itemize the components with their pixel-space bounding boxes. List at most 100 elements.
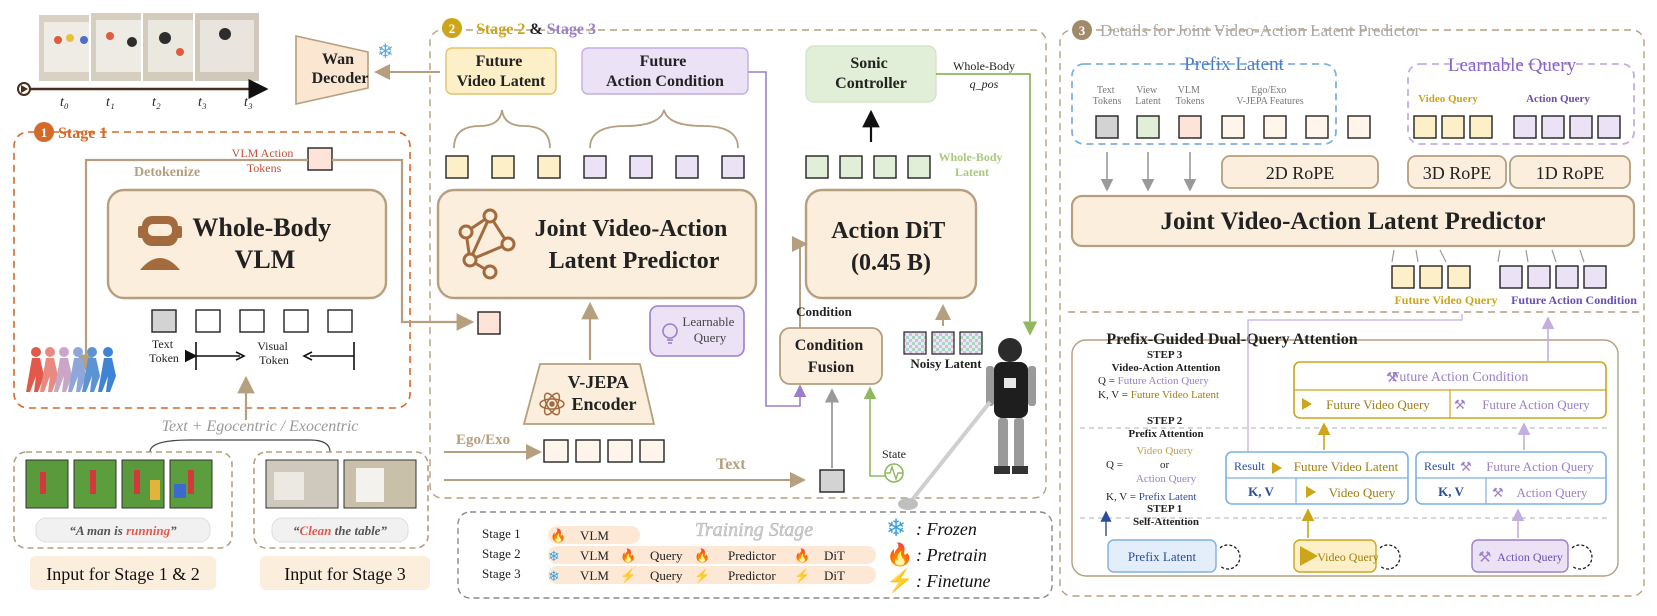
rope-3d-label: 3D RoPE — [1423, 163, 1492, 183]
condition-label: Condition — [796, 304, 852, 319]
humanoid-robot-image — [898, 338, 1036, 510]
stage23-panel — [429, 29, 1047, 499]
whole-body-latent-label: Whole-Body Latent — [938, 150, 1005, 179]
video-query-token — [1413, 115, 1437, 139]
visual-token-bracket — [184, 342, 355, 370]
fusion-to-dit-arrow — [792, 236, 808, 330]
robot-arm-icon: ⚒ — [1454, 397, 1466, 412]
controller-to-robot-arrow — [936, 73, 1038, 336]
play-icon — [1302, 398, 1312, 410]
action-condition-brace — [589, 109, 739, 149]
action-query-token — [1597, 115, 1621, 139]
timestamp-labels: t₀ t₁ t₂ t₃ t₃ — [60, 95, 253, 110]
training-row-track — [548, 546, 876, 564]
state-to-fusion-arrow — [863, 386, 900, 477]
input-brace — [149, 439, 331, 453]
kv-cell: K, V — [1248, 484, 1274, 499]
training-row: Stage 3 ❄ VLM ⚡ Query ⚡ Predictor ⚡ DiT — [482, 566, 876, 585]
future-action-condition-box — [581, 47, 749, 95]
predictor-output-ticks — [1391, 249, 1585, 263]
play-icon — [1306, 486, 1316, 498]
svg-text:Q = Future Action Query: Q = Future Action Query — [1098, 375, 1209, 387]
video-latent-token — [537, 155, 561, 179]
flame-icon: 🔥 — [620, 548, 636, 563]
prefix-token — [1305, 115, 1329, 139]
stage-amp: & — [529, 21, 542, 38]
result-label: Result — [1424, 459, 1455, 473]
whole-body-latent-token — [839, 155, 863, 179]
video-frames — [37, 11, 261, 83]
step1-prefix-block: Prefix Latent — [1107, 539, 1241, 573]
visual-token — [327, 309, 353, 333]
future-video-query-output-label: Future Video Query — [1394, 293, 1497, 307]
future-action-token — [1555, 265, 1579, 289]
action-query-step1-cell: Action Query — [1497, 550, 1563, 564]
robot-head-icon — [138, 216, 182, 270]
stage12-input-label: Input for Stage 1 & 2 — [46, 564, 199, 584]
bolt-icon: ⚡ — [794, 568, 810, 584]
step2-kv-value: Prefix Latent — [1139, 491, 1197, 503]
step2-title: STEP 2 Prefix Attention — [1128, 415, 1203, 440]
video-query-cell: Video Query — [1329, 485, 1396, 500]
prefix-latent-title: Prefix Latent — [1184, 54, 1284, 75]
text-token-input — [819, 469, 845, 493]
action-dit-label: Action DiT (0.45 B) — [831, 218, 951, 276]
future-action-token — [1583, 265, 1607, 289]
rope-2d-box — [1221, 155, 1379, 189]
vjepa-label: V-JEPA Encoder — [568, 372, 637, 414]
action-query-cell: Action Query — [1516, 485, 1588, 500]
running-video-frames — [25, 459, 213, 509]
future-action-condition-label: Future Action Condition — [606, 53, 724, 90]
step1-video-block: Video Query — [1293, 539, 1401, 573]
noisy-latent-token — [903, 331, 927, 355]
attention-title: Prefix-Guided Dual-Query Attention — [1106, 331, 1357, 348]
robot-arm-icon: ⚒ — [1492, 485, 1504, 500]
q-pos-label: q_pos — [970, 77, 999, 91]
sonic-controller-label: Sonic Controller — [835, 55, 907, 92]
stage1-badge: 1 — [41, 125, 48, 140]
rope-1d-label: 1D RoPE — [1536, 163, 1605, 183]
stage1-panel — [13, 131, 411, 409]
learnable-query-group — [1407, 63, 1635, 145]
joint-predictor-box: Joint Video-Action Latent Predictor — [436, 188, 758, 300]
stage2-title: Stage 2 — [476, 21, 525, 38]
prefix-latent-tokens — [1095, 115, 1371, 139]
flame-icon: 🔥 — [550, 528, 566, 543]
future-video-token — [1447, 265, 1471, 289]
prefix-token — [1095, 115, 1119, 139]
cleaning-video-frames — [265, 459, 417, 509]
video-latent-token — [491, 155, 515, 179]
future-action-token — [1499, 265, 1523, 289]
play-icon — [1300, 546, 1318, 566]
ego-exo-token — [543, 439, 569, 463]
running-human-figures — [26, 347, 116, 392]
flame-icon: 🔥 — [886, 542, 913, 567]
timestamp-label: t₁ — [106, 95, 115, 110]
flame-icon: 🔥 — [694, 548, 710, 563]
condition-fusion-box — [779, 327, 883, 385]
flame-icon: 🔥 — [794, 548, 810, 563]
video-latent-brace — [453, 109, 551, 149]
robot-arm-icon: ⚒ — [1386, 371, 1399, 386]
prefix-latent-group — [1071, 63, 1337, 145]
stage1-title: Stage 1 — [58, 125, 107, 142]
vlm-action-token — [307, 147, 333, 171]
bolt-icon: ⚡ — [694, 568, 710, 584]
step3-kv-value: Future Video Latent — [1131, 389, 1219, 401]
stage3-input-panel — [253, 451, 429, 549]
detokenize-label: Detokenize — [134, 165, 200, 180]
stage3-input-label-box — [260, 556, 430, 590]
noisy-latent-label: Noisy Latent — [910, 356, 982, 371]
training-item-label: Predictor — [728, 548, 776, 563]
step2-action-block: Result ⚒ Future Action Query K, V ⚒ Acti… — [1415, 451, 1607, 505]
caption-pill-clean — [271, 517, 409, 543]
whole-body-vlm-label: Whole-Body VLM — [192, 213, 337, 274]
step3-block: ⚒ Future Action Condition Future Video Q… — [1293, 361, 1607, 419]
visual-token — [239, 309, 265, 333]
text-input-label: Text — [716, 456, 746, 473]
joint-predictor-label: Joint Video-Action Latent Predictor — [535, 216, 734, 274]
rope-2d-label: 2D RoPE — [1266, 163, 1335, 183]
future-action-token — [1527, 265, 1551, 289]
svg-text:K, V = Future Video Laten: K, V = Future Video Latent — [1098, 389, 1219, 401]
timestamp-label: t₂ — [152, 95, 161, 110]
